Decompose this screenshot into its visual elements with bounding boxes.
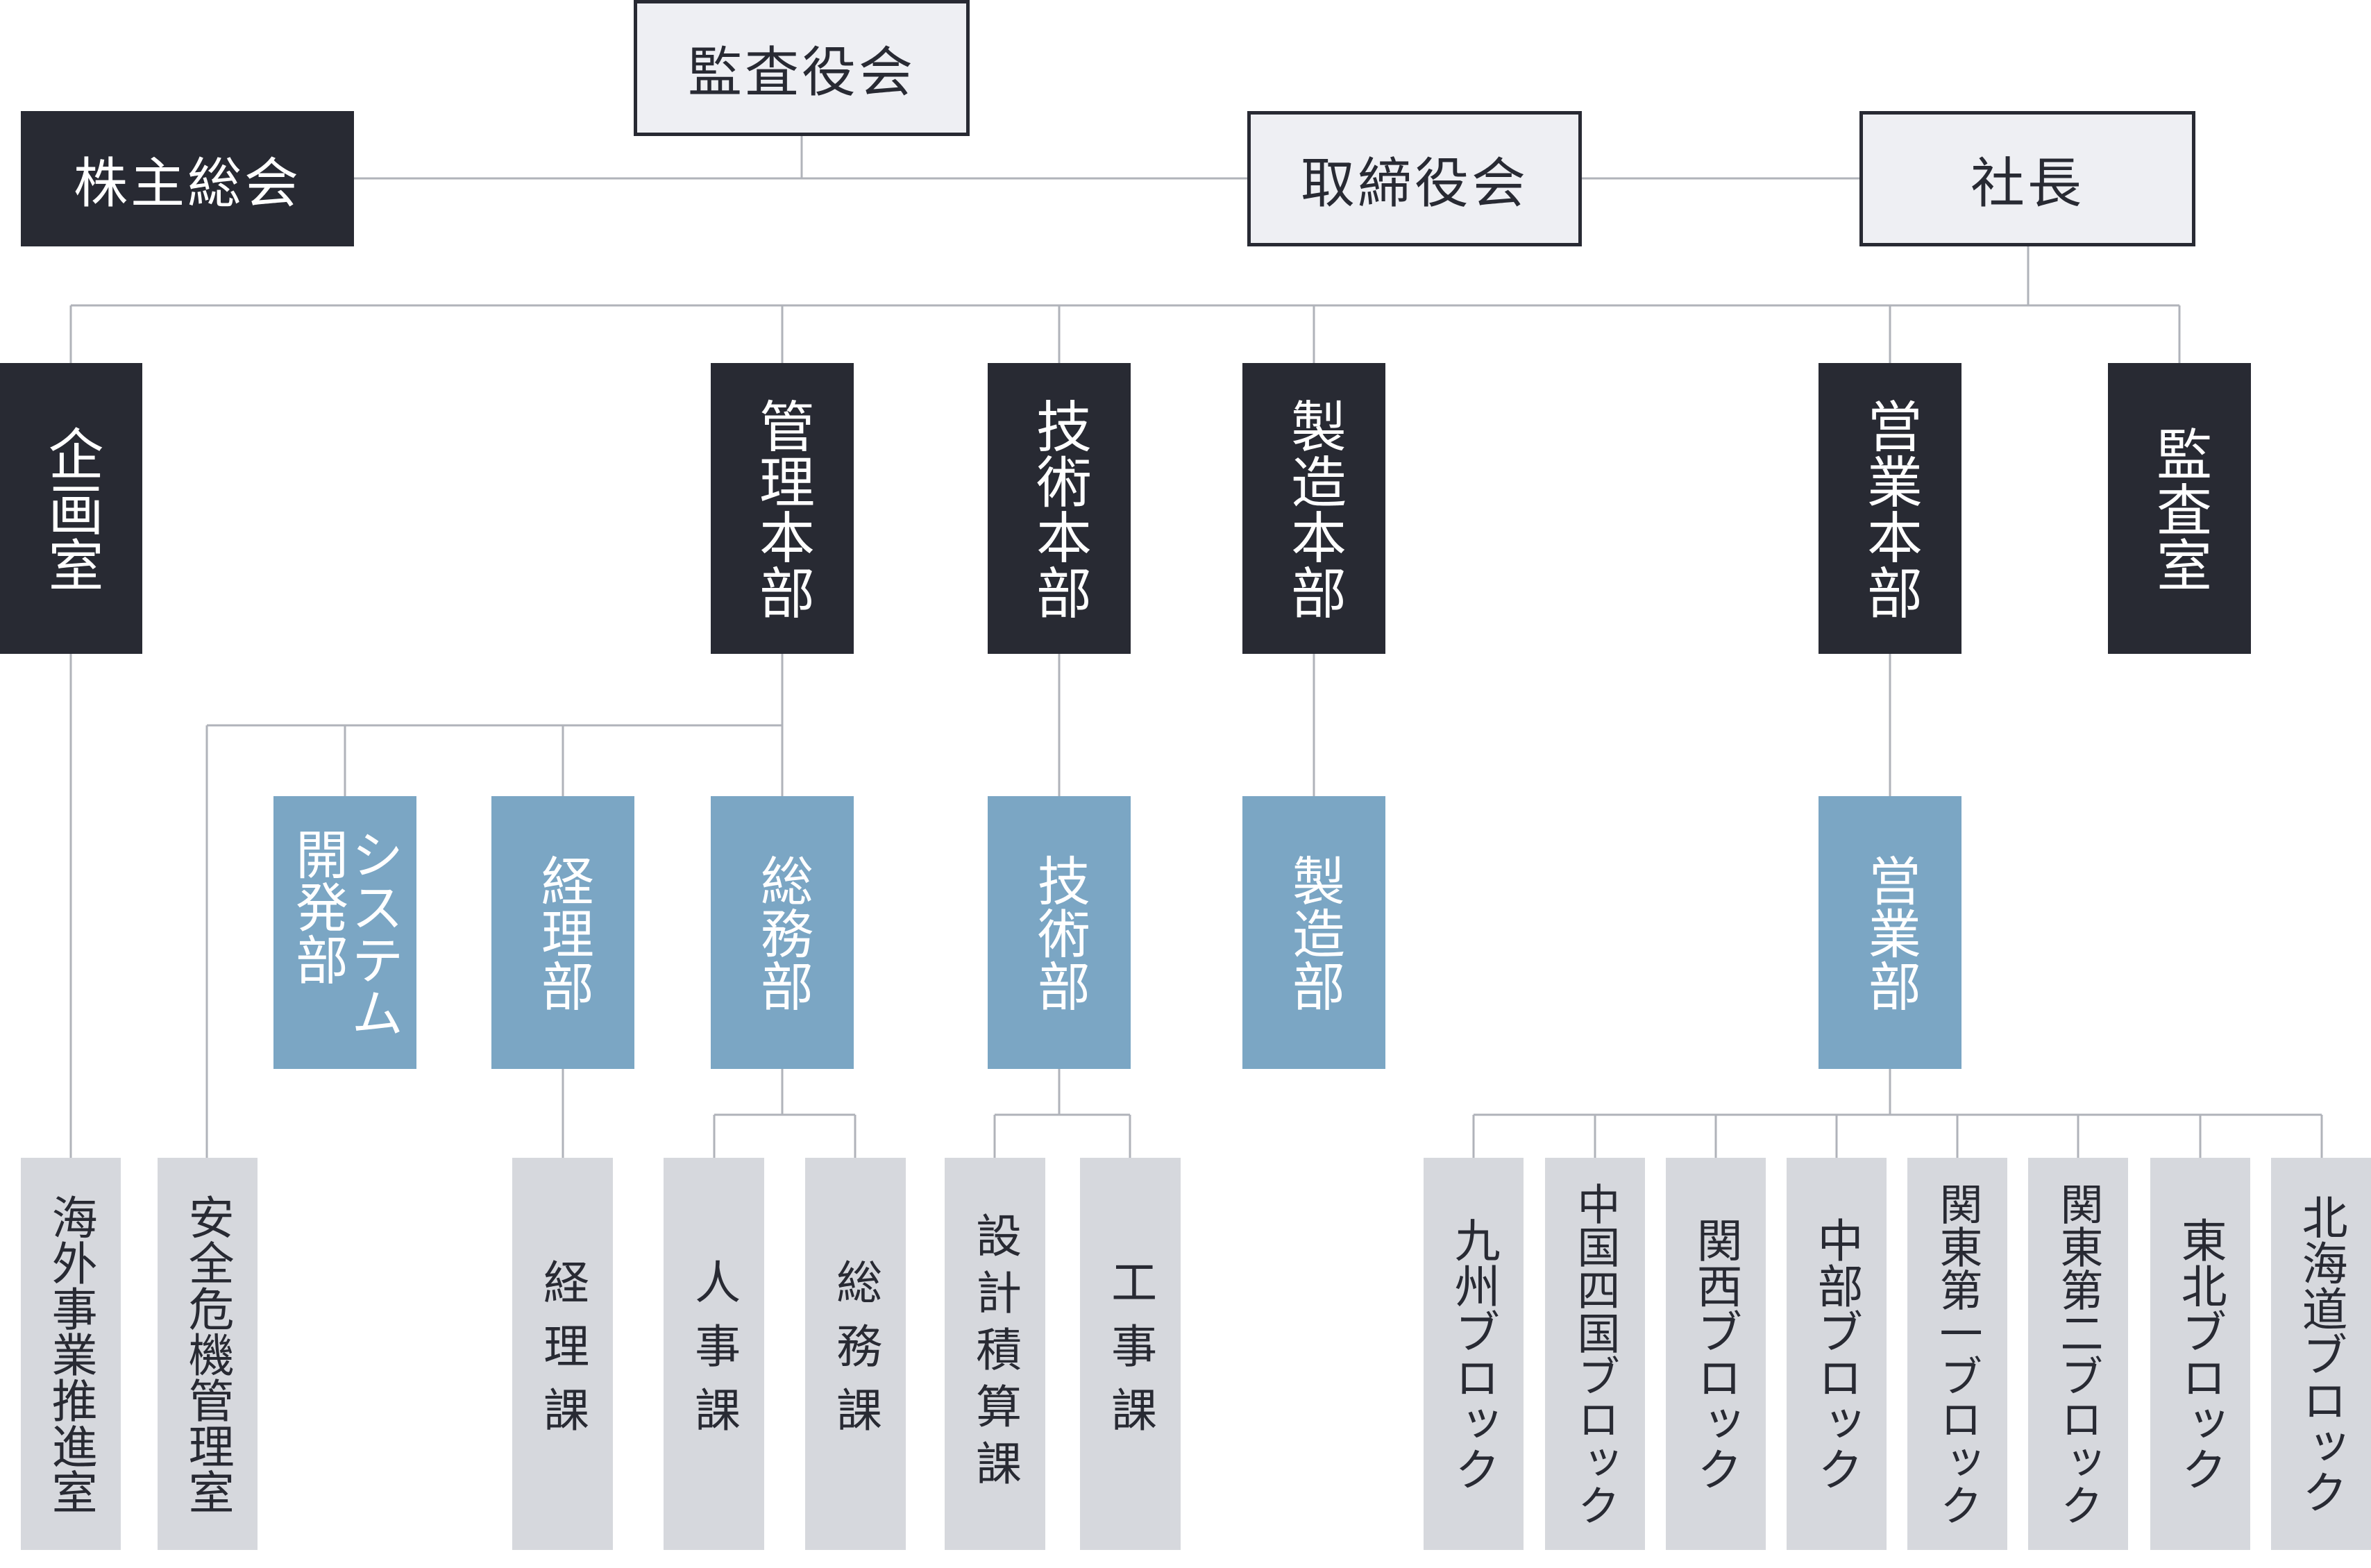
box-board-of-auditors: 監査役会	[634, 0, 970, 136]
box-general-affairs-section: 総務課	[805, 1158, 906, 1550]
box-accounting-dept: 経理部	[491, 796, 634, 1069]
box-chugoku-shikoku-block: 中国四国ブロック	[1545, 1158, 1645, 1550]
box-hr-section: 人事課	[664, 1158, 764, 1550]
box-management-division: 管理本部	[711, 363, 854, 654]
box-hokkaido-block: 北海道ブロック	[2271, 1158, 2371, 1550]
box-system-development-dept: システム 開発部	[273, 796, 416, 1069]
box-design-estimation-section: 設計積算課	[945, 1158, 1045, 1550]
box-president: 社長	[1859, 111, 2195, 246]
box-sales-dept: 営業部	[1819, 796, 1961, 1069]
box-shareholders-meeting: 株主総会	[21, 111, 354, 246]
box-overseas-business-office: 海外事業推進室	[21, 1158, 121, 1550]
box-kansai-block: 関西ブロック	[1666, 1158, 1766, 1550]
box-sales-division: 営業本部	[1819, 363, 1961, 654]
box-accounting-section: 経理課	[512, 1158, 613, 1550]
box-technology-dept: 技術部	[988, 796, 1131, 1069]
box-chubu-block: 中部ブロック	[1787, 1158, 1887, 1550]
box-manufacturing-dept: 製造部	[1242, 796, 1385, 1069]
box-technology-division: 技術本部	[988, 363, 1131, 654]
box-audit-office: 監査室	[2108, 363, 2251, 654]
box-construction-section: 工事課	[1080, 1158, 1181, 1550]
box-manufacturing-division: 製造本部	[1242, 363, 1385, 654]
box-general-affairs-dept: 総務部	[711, 796, 854, 1069]
box-kyushu-block: 九州ブロック	[1424, 1158, 1524, 1550]
box-tohoku-block: 東北ブロック	[2150, 1158, 2250, 1550]
box-kanto-second-block: 関東第二ブロック	[2028, 1158, 2128, 1550]
box-board-of-directors: 取締役会	[1247, 111, 1582, 246]
box-planning-office: 企画室	[0, 363, 142, 654]
box-safety-crisis-office: 安全危機管理室	[158, 1158, 258, 1550]
box-kanto-first-block: 関東第一ブロック	[1907, 1158, 2007, 1550]
